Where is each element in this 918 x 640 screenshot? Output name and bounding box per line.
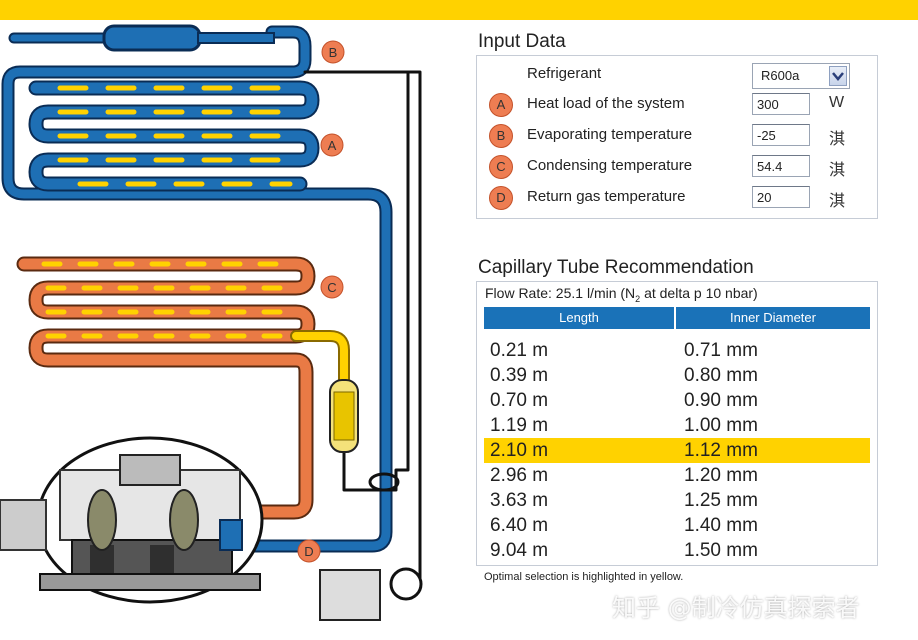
condensing-temperature-label: Condensing temperature: [527, 157, 693, 174]
length-cell: 3.63 m: [490, 490, 549, 511]
length-cell: 6.40 m: [490, 515, 549, 536]
diagram-badge-b: B: [329, 45, 338, 60]
capillary-title: Capillary Tube Recommendation: [478, 257, 754, 278]
diagram-badge-a: A: [328, 138, 337, 153]
length-cell: 2.10 m: [490, 440, 549, 461]
heat-load-unit: W: [829, 94, 845, 111]
input-data-panel: Refrigerant R600a A Heat load of the sys…: [476, 55, 878, 219]
length-cell: 1.19 m: [490, 415, 549, 436]
condensing-temperature-row: C Condensing temperature 54.4 淇: [477, 155, 877, 179]
refrigerant-select[interactable]: R600a: [752, 63, 850, 89]
table-row[interactable]: 1.19 m 1.00 mm: [484, 413, 870, 438]
capillary-panel: Flow Rate: 25.1 l/min (N2 at delta p 10 …: [476, 281, 878, 566]
column-header-inner-diameter: Inner Diameter: [676, 307, 870, 329]
evaporating-temperature-label: Evaporating temperature: [527, 126, 693, 143]
evaporating-temperature-unit: 淇: [829, 131, 846, 148]
condensing-temperature-input[interactable]: 54.4: [752, 155, 810, 177]
inner-diameter-cell: 0.90 mm: [684, 390, 758, 411]
diagram-badge-d: D: [304, 544, 313, 559]
return-gas-temperature-row: D Return gas temperature 20 淇: [477, 186, 877, 210]
refrigerant-select-value: R600a: [761, 68, 800, 83]
length-cell: 0.21 m: [490, 340, 549, 361]
inner-diameter-cell: 1.00 mm: [684, 415, 758, 436]
refrigerant-row: Refrigerant R600a: [477, 63, 877, 89]
table-row[interactable]: 6.40 m 1.40 mm: [484, 513, 870, 538]
filter-drier: [329, 379, 359, 453]
table-row[interactable]: 2.96 m 1.20 mm: [484, 463, 870, 488]
table-row[interactable]: 0.39 m 0.80 mm: [484, 363, 870, 388]
length-cell: 2.96 m: [490, 465, 549, 486]
heat-load-input[interactable]: 300: [752, 93, 810, 115]
length-cell: 9.04 m: [490, 540, 549, 561]
compressor-illustration: [0, 436, 423, 621]
inner-diameter-cell: 1.12 mm: [684, 440, 758, 461]
evaporating-temperature-input[interactable]: -25: [752, 124, 810, 146]
return-gas-temperature-unit: 淇: [829, 193, 846, 210]
flow-rate-text: Flow Rate: 25.1 l/min (N2 at delta p 10 …: [485, 285, 758, 304]
length-cell: 0.70 m: [490, 390, 549, 411]
return-gas-temperature-label: Return gas temperature: [527, 188, 686, 205]
watermark: 知乎 @制冷仿真探索者: [612, 594, 860, 622]
table-row[interactable]: 0.21 m 0.71 mm: [484, 338, 870, 363]
refrigerant-label: Refrigerant: [527, 65, 602, 82]
badge-d: D: [489, 186, 513, 210]
length-cell: 0.39 m: [490, 365, 549, 386]
inner-diameter-cell: 1.40 mm: [684, 515, 758, 536]
inner-diameter-cell: 1.25 mm: [684, 490, 758, 511]
return-gas-temperature-input[interactable]: 20: [752, 186, 810, 208]
table-header: Length Inner Diameter: [484, 307, 870, 331]
chevron-down-icon[interactable]: [829, 66, 847, 86]
table-row[interactable]: 2.10 m 1.12 mm: [484, 438, 870, 463]
top-accent-bar: [0, 0, 918, 20]
heat-load-label: Heat load of the system: [527, 95, 685, 112]
table-row[interactable]: 9.04 m 1.50 mm: [484, 538, 870, 563]
accumulator: [102, 24, 202, 52]
flow-rate-prefix: Flow Rate: 25.1 l/min (N: [485, 285, 636, 301]
badge-c: C: [489, 155, 513, 179]
column-header-length: Length: [484, 307, 674, 329]
input-data-title: Input Data: [478, 31, 566, 52]
diagram-badge-c: C: [327, 280, 336, 295]
highlight-note: Optimal selection is highlighted in yell…: [484, 571, 684, 583]
inner-diameter-cell: 0.80 mm: [684, 365, 758, 386]
flow-rate-suffix: at delta p 10 nbar): [640, 285, 758, 301]
refrigeration-circuit-diagram: B A C D: [0, 24, 423, 621]
inner-diameter-cell: 1.20 mm: [684, 465, 758, 486]
flow-rate-subscript: 2: [635, 293, 641, 304]
table-row[interactable]: 0.70 m 0.90 mm: [484, 388, 870, 413]
inner-diameter-cell: 0.71 mm: [684, 340, 758, 361]
badge-b: B: [489, 124, 513, 148]
evaporating-temperature-row: B Evaporating temperature -25 淇: [477, 124, 877, 148]
condensing-temperature-unit: 淇: [829, 162, 846, 179]
heat-load-row: A Heat load of the system 300 W: [477, 93, 877, 117]
badge-a: A: [489, 93, 513, 117]
inner-diameter-cell: 1.50 mm: [684, 540, 758, 561]
table-row[interactable]: 3.63 m 1.25 mm: [484, 488, 870, 513]
